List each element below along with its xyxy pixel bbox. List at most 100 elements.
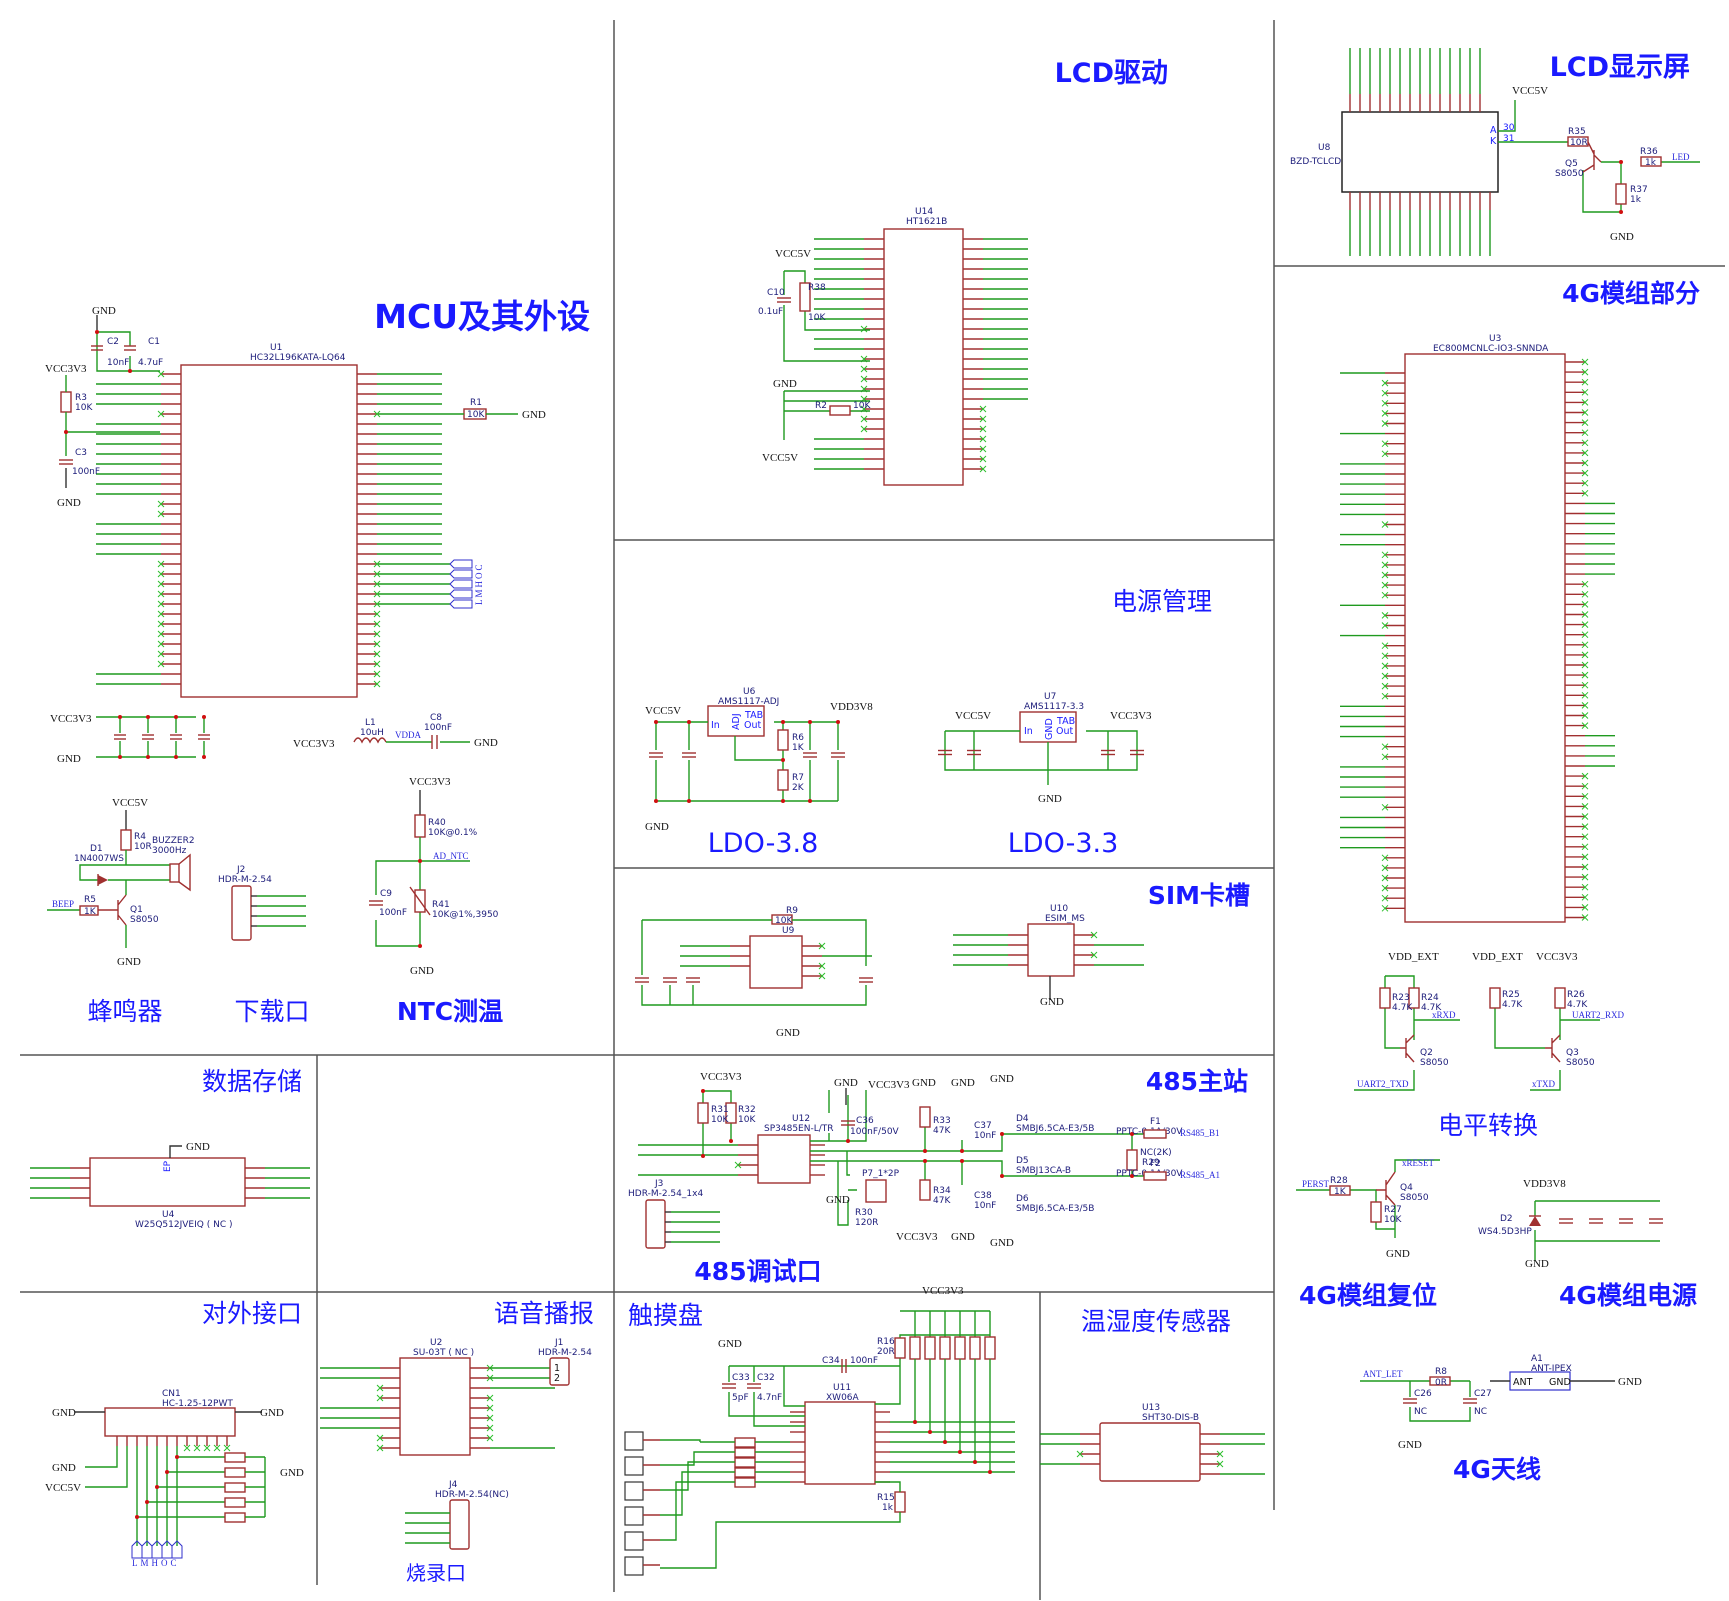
no-connect-mark <box>860 415 868 423</box>
c3-val: 100nF <box>72 467 100 477</box>
u8-ref: U8 <box>1318 143 1331 153</box>
no-connect-mark <box>376 1434 384 1442</box>
ldo-u7: U7 AMS1117-3.3 In TAB Out GND VCC5V VCC3… <box>938 692 1152 805</box>
title-antenna: 4G天线 <box>1453 1455 1541 1484</box>
gnd-label: GND <box>474 737 498 749</box>
u1-body <box>180 364 358 698</box>
title-ldo33: LDO-3.3 <box>1008 828 1119 859</box>
xreset-net: xRESET <box>1402 1158 1435 1168</box>
f1-ref: F1 <box>1150 1117 1161 1127</box>
no-connect-mark <box>1581 671 1589 679</box>
r30-ref: R30 <box>855 1208 873 1218</box>
no-connect-mark <box>373 410 381 418</box>
no-connect-mark <box>1581 449 1589 457</box>
mcu-u1: U1 HC32L196KATA-LQ64 GND C2 10nF C1 4.7u… <box>45 305 546 698</box>
buzzer-circuit: VCC5V R4 10R BUZZER2 3000Hz D1 1N4007WS … <box>47 797 195 968</box>
no-connect-mark <box>1381 450 1389 458</box>
u8-part: BZD-TCLCD <box>1290 157 1341 167</box>
gnd-label: GND <box>1386 1248 1410 1260</box>
no-connect-mark <box>1381 561 1389 569</box>
no-connect-mark <box>203 1444 211 1452</box>
no-connect-mark <box>1381 692 1389 700</box>
gnd-label: GND <box>57 497 81 509</box>
d6-val: SMBJ6.5CA-E3/5B <box>1016 1204 1094 1214</box>
u8-pin-a: A <box>1490 125 1497 136</box>
q5-ref: Q5 <box>1565 159 1578 169</box>
rs485-a1-net: RS485_A1 <box>1180 1170 1220 1180</box>
junction <box>165 1470 169 1474</box>
u3-part: EC800MCNLC-IO3-SNNDA <box>1433 344 1549 354</box>
no-connect-mark <box>486 1414 494 1422</box>
r37-ref: R37 <box>1630 185 1648 195</box>
q1-ref: Q1 <box>130 905 143 915</box>
no-connect-mark <box>157 650 165 658</box>
xrxd-net: xRXD <box>1432 1010 1456 1020</box>
no-connect-mark <box>1581 681 1589 689</box>
touch-pad <box>624 1481 644 1501</box>
q5-val: S8050 <box>1555 169 1584 179</box>
touch-u11: VCC3V3 GND U11 XW06A C33 5pF C32 4.7nF C… <box>624 1285 1015 1576</box>
no-connect-mark <box>818 972 826 980</box>
junction <box>202 755 206 759</box>
r35-val: 10R <box>1570 138 1588 148</box>
r7-ref: R7 <box>792 773 804 783</box>
gnd-label: GND <box>1610 231 1634 243</box>
gnd-label: GND <box>186 1141 210 1153</box>
c33-ref: C33 <box>732 1373 750 1383</box>
r36-val: 1k <box>1645 158 1657 168</box>
r25-ref: R25 <box>1502 990 1520 1000</box>
vdd-ext-label: VDD_EXT <box>1472 951 1523 963</box>
u2-part: SU-03T ( NC ) <box>413 1348 474 1358</box>
cn1-bus-label: LMHOC <box>132 1558 180 1568</box>
c10-val: 0.1uF <box>758 307 783 317</box>
no-connect-mark <box>486 1434 494 1442</box>
pad-wire <box>660 1461 700 1491</box>
d2-val: WS4.5D3HP <box>1478 1227 1532 1237</box>
cn1-ref: CN1 <box>162 1389 181 1399</box>
no-connect-mark <box>376 1444 384 1452</box>
no-connect-mark <box>183 1444 191 1452</box>
no-connect-mark <box>373 640 381 648</box>
no-connect-mark <box>979 455 987 463</box>
decoupling-caps: VCC3V3 GND VCC3V3 L1 10uH VDDA C8 100nF … <box>50 713 498 765</box>
c2-ref: C2 <box>107 337 119 347</box>
no-connect-mark <box>1581 823 1589 830</box>
c3-ref: C3 <box>75 448 87 458</box>
a1-pin-ant: ANT <box>1513 1377 1533 1388</box>
vcc3v3-label: VCC3V3 <box>868 1079 910 1091</box>
title-lcd-display: LCD显示屏 <box>1550 52 1690 83</box>
c9-val: 100nF <box>379 908 407 918</box>
title-4g-power: 4G模组电源 <box>1559 1281 1697 1310</box>
no-connect-mark <box>1581 691 1589 699</box>
a1-pin-gnd: GND <box>1549 1377 1571 1388</box>
resistor-body <box>734 1477 756 1488</box>
voice-u2: U2 SU-03T ( NC ) J1 HDR-M-2.54 1 2 J4 HD… <box>320 1338 592 1550</box>
r27-val: 10K <box>1384 1215 1402 1225</box>
no-connect-mark <box>1381 672 1389 680</box>
gnd-label: GND <box>776 1027 800 1039</box>
r5-val: 1K <box>84 907 97 917</box>
no-connect-mark <box>1581 378 1589 386</box>
resistor-body <box>224 1512 246 1523</box>
speaker-wire <box>490 1367 550 1379</box>
no-connect-mark <box>818 942 826 950</box>
r6-val: 1K <box>792 743 805 753</box>
no-connect-mark <box>1581 409 1589 416</box>
4g-reset: PERST R28 1K R27 10K Q4 S8050 xRESET GND <box>1296 1158 1440 1260</box>
pad-wire <box>660 1471 700 1516</box>
c8-ref: C8 <box>430 713 442 723</box>
no-connect-mark <box>1581 429 1589 437</box>
title-485-debug: 485调试口 <box>694 1257 821 1286</box>
r25-val: 4.7K <box>1502 1000 1523 1010</box>
no-connect-mark <box>1581 651 1589 659</box>
gnd-label: GND <box>990 1073 1014 1085</box>
no-connect-mark <box>1381 389 1389 397</box>
u8-pin-30: 30 <box>1503 123 1515 133</box>
d1-ref: D1 <box>90 844 103 854</box>
c37-ref: C37 <box>974 1121 992 1131</box>
no-connect-mark <box>1581 580 1589 588</box>
buzzer-ref: BUZZER2 <box>152 836 195 846</box>
no-connect-mark <box>1581 621 1589 628</box>
title-4g-reset: 4G模组复位 <box>1299 1281 1437 1310</box>
rs485-u12: VCC3V3 U12 SP3485EN-L/TR R31 10K R32 10K… <box>638 1071 1220 1249</box>
